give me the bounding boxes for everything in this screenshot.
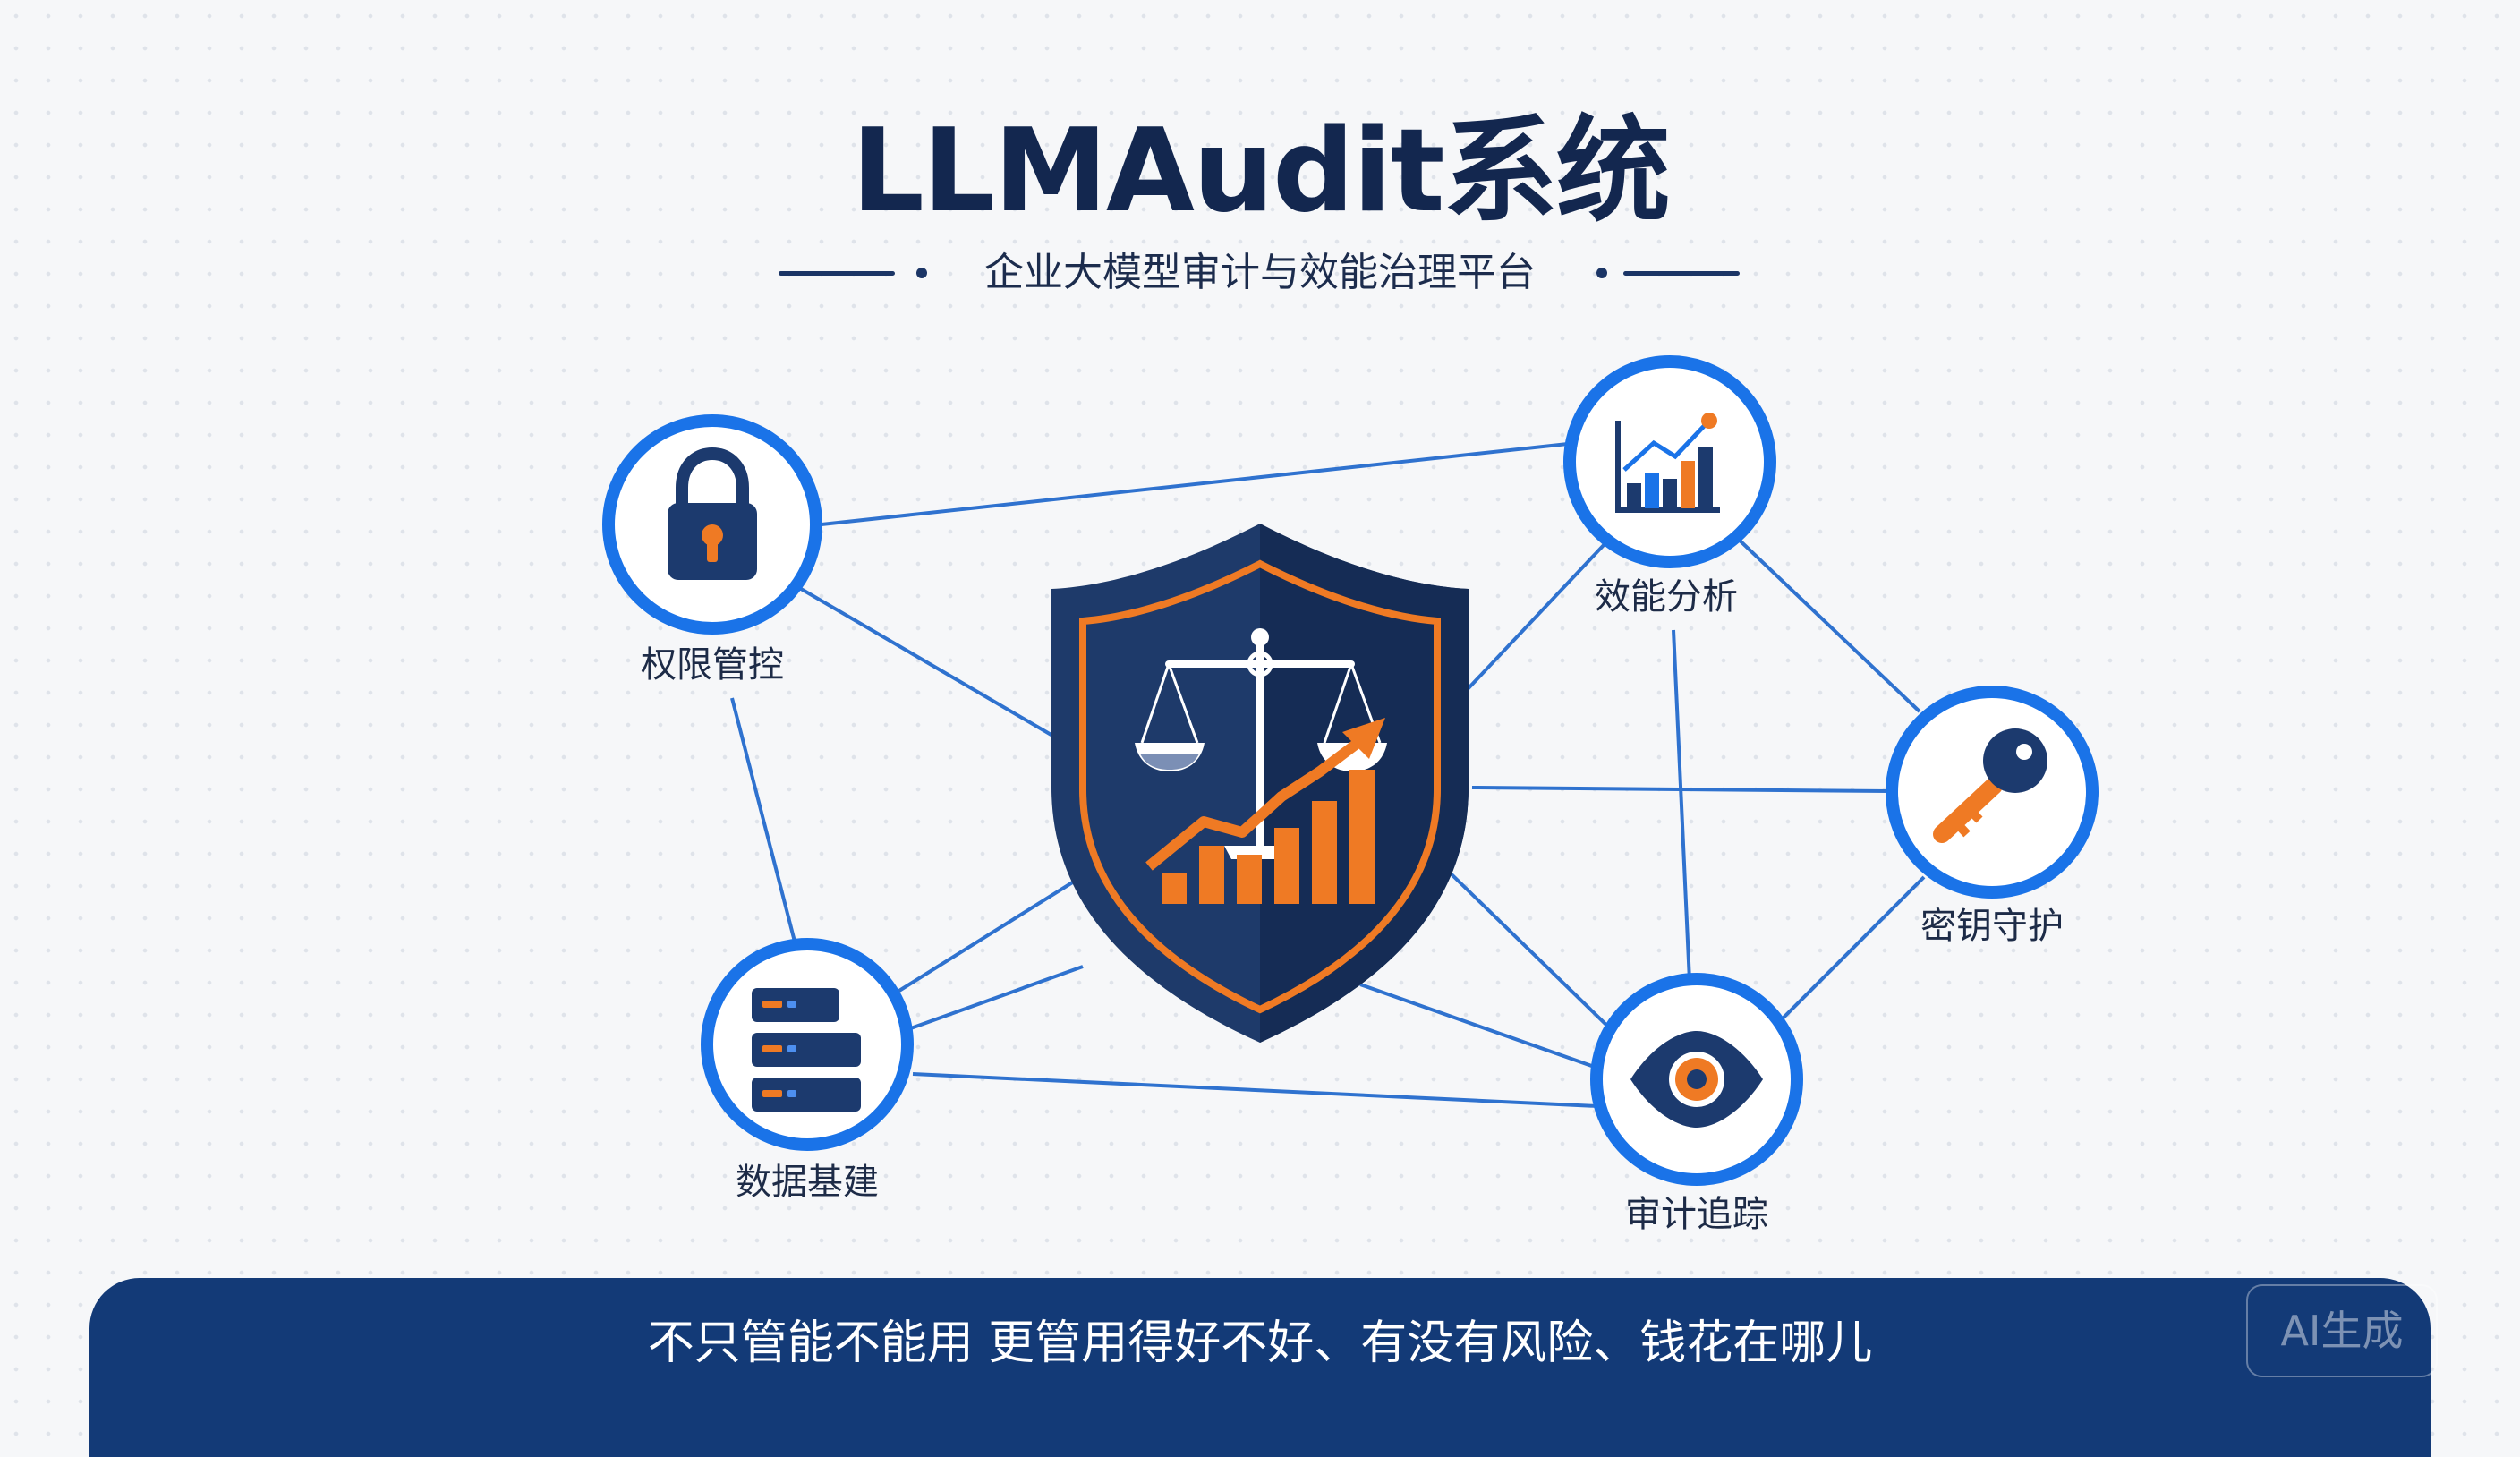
connector-line [730,697,796,942]
node-label-data: 数据基建 [736,1162,879,1203]
node-audit [1590,973,1803,1186]
connector-line [912,1072,1598,1108]
node-label-permission: 权限管控 [641,644,784,686]
node-label-key: 密钥守护 [1920,906,2064,947]
key-icon [1933,728,2048,843]
node-label-efficiency: 效能分析 [1595,576,1738,618]
growth-bar [1274,828,1299,904]
page-title: LLMAudit系统 [851,105,1670,238]
connector-lines [730,442,1926,1108]
connector-line [1734,535,1921,713]
node-permission [602,414,822,635]
shield-inner-border [1079,559,1441,1014]
growth-bar [1237,855,1262,904]
footer-text: 不只管能不能用 更管用得好不好、有没有风险、钱花在哪儿 [647,1316,1873,1370]
bar-chart-icon [1615,413,1720,513]
connector-line [1466,526,1622,691]
connector-line [907,965,1084,1031]
ai-generated-watermark: AI生成 [2246,1284,2438,1377]
connector-line [1770,875,1926,1031]
node-data [701,938,914,1151]
node-efficiency [1563,355,1776,568]
lock-icon [668,447,757,580]
eye-icon [1630,1031,1763,1128]
central-shield [1051,524,1469,1043]
connector-line [821,442,1569,526]
growth-bar [1199,846,1224,904]
node-ring [1563,355,1776,568]
node-label-audit: 审计追踪 [1625,1194,1768,1235]
growth-bar [1349,770,1375,904]
growth-bar [1162,873,1187,904]
server-icon [752,988,861,1112]
decorative-line-right [1623,271,1740,276]
growth-arrow-line [1145,737,1364,871]
decorative-dot-left [916,268,927,278]
page-subtitle: 企业大模型审计与效能治理平台 [984,250,1536,295]
connector-line [1672,629,1691,982]
node-key [1886,686,2099,899]
growth-arrow-head [1342,718,1385,759]
growth-bars-icon [1162,770,1375,904]
growth-bar [1312,801,1337,904]
network-diagram [602,355,2099,1186]
decorative-dot-right [1596,268,1607,278]
connector-line [1359,983,1603,1071]
connector-line [795,584,1067,745]
connector-line [1448,871,1613,1031]
decorative-line-left [779,271,895,276]
connector-line [893,880,1076,995]
subtitle-row: 企业大模型审计与效能治理平台 [0,242,2520,304]
